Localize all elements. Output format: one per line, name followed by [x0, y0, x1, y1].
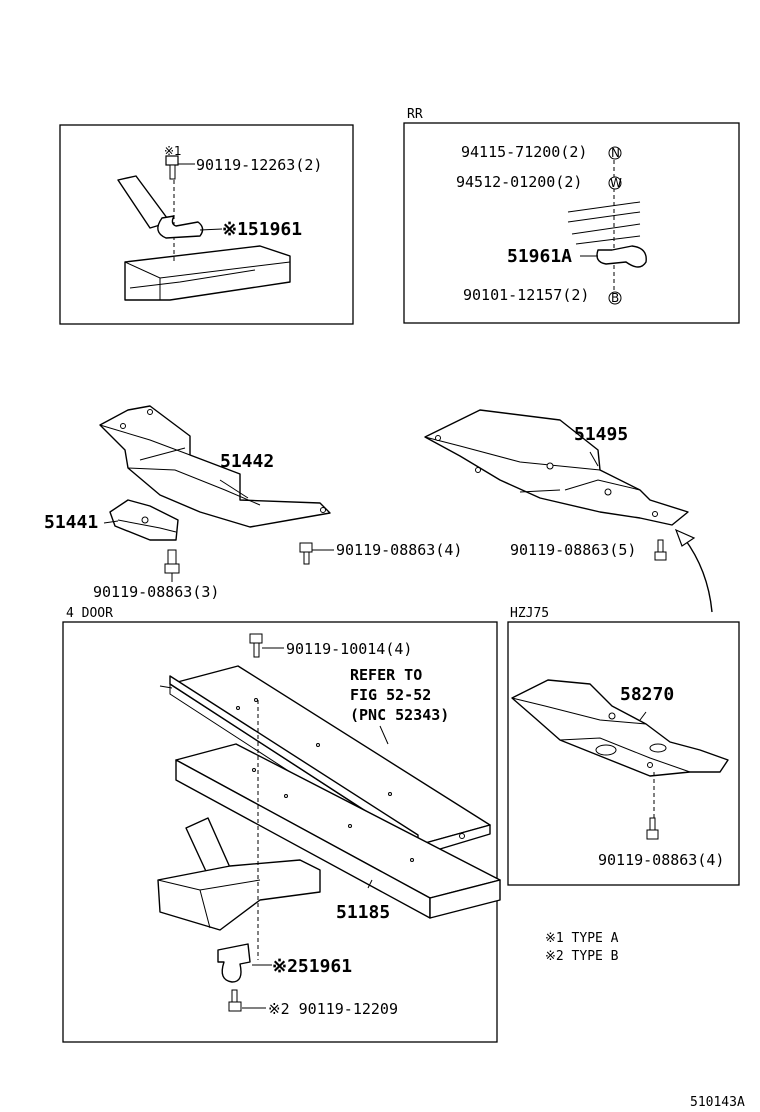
- arrow-icon: [683, 537, 713, 613]
- rr-title: RR: [407, 107, 423, 122]
- bolt-icon-bottom: [228, 989, 242, 1012]
- cover-58270-drawing: [511, 679, 729, 820]
- refer-text-1: REFER TO: [350, 666, 422, 684]
- label-bolt-90119-12209: ※2 90119-12209: [268, 1000, 398, 1018]
- label-hook-51961-b: ※251961: [272, 956, 352, 977]
- note-mark-1: ※1: [164, 144, 182, 158]
- block-51185-drawing: [175, 743, 501, 919]
- bolt-icon-c: [654, 539, 667, 561]
- label-washer-94512-01200: 94512-01200(2): [456, 173, 582, 191]
- rr-hook-icon: [596, 245, 647, 268]
- label-bolt-90101-12157: 90101-12157(2): [463, 286, 589, 304]
- legend-type-b: ※2 TYPE B: [545, 949, 619, 964]
- label-cover-51442: 51442: [220, 451, 274, 472]
- legend-type-a: ※1 TYPE A: [545, 931, 619, 946]
- upper-pad-drawing: [159, 665, 491, 856]
- four-door-panel: 4 DOOR: [62, 606, 501, 1043]
- frame-section-drawing: [157, 700, 321, 960]
- hook-icon-b: [217, 943, 251, 983]
- hzj75-panel: HZJ75 58270 90119-08863(4): [507, 606, 740, 886]
- frame-rail-drawing: [117, 175, 291, 301]
- label-bolt-90119-12263: 90119-12263(2): [196, 156, 322, 174]
- label-bolt-90119-08863-hzj: 90119-08863(4): [598, 851, 724, 869]
- rr-panel: RR N W B 94115-71200(2) 94512-01200(2) 5…: [403, 107, 740, 324]
- bolt-symbol: B: [611, 291, 619, 305]
- rr-rail-drawing: [567, 160, 641, 250]
- label-block-51185: 51185: [336, 902, 390, 923]
- hzj75-frame: [507, 621, 740, 886]
- washer-symbol: W: [610, 176, 622, 190]
- label-cover-58270: 58270: [620, 684, 674, 705]
- cover-51442-drawing: [99, 405, 331, 528]
- hook-icon: [157, 215, 204, 239]
- refer-text-2: FIG 52-52: [350, 686, 431, 704]
- bracket-51441-drawing: [109, 499, 179, 541]
- label-nut-94115-71200: 94115-71200(2): [461, 143, 587, 161]
- rr-frame: [403, 122, 740, 324]
- label-hook-51961A: 51961A: [507, 246, 572, 267]
- top-left-panel: ※1 90119-12263(2) ※151961: [59, 124, 354, 325]
- bolt-icon: [165, 155, 179, 180]
- bolt-icon-b: [164, 549, 180, 574]
- nut-symbol: N: [611, 146, 620, 160]
- label-bolt-90119-08863-5: 90119-08863(5): [510, 541, 636, 559]
- bolt-icon-top: [249, 633, 263, 658]
- label-bolt-90119-10014: 90119-10014(4): [286, 640, 412, 658]
- bolt-icon-a: [299, 542, 313, 565]
- hzj75-title: HZJ75: [510, 606, 549, 621]
- four-door-frame: [62, 621, 498, 1043]
- label-bolt-90119-08863-3: 90119-08863(3): [93, 583, 219, 601]
- refer-text-3: (PNC 52343): [350, 706, 449, 724]
- label-bolt-90119-08863-4: 90119-08863(4): [336, 541, 462, 559]
- cover-51495-drawing: [424, 409, 689, 526]
- label-hook-51961: ※151961: [222, 219, 302, 240]
- four-door-title: 4 DOOR: [66, 606, 113, 621]
- middle-row: 51442 51441 90119-08863(3) 90119-08863(4…: [44, 405, 713, 613]
- top-left-frame: [59, 124, 354, 325]
- figure-code: 510143A: [690, 1095, 745, 1110]
- label-bracket-51441: 51441: [44, 512, 98, 533]
- legend: ※1 TYPE A ※2 TYPE B: [545, 931, 619, 964]
- label-cover-51495: 51495: [574, 424, 628, 445]
- bolt-icon-d: [646, 817, 659, 840]
